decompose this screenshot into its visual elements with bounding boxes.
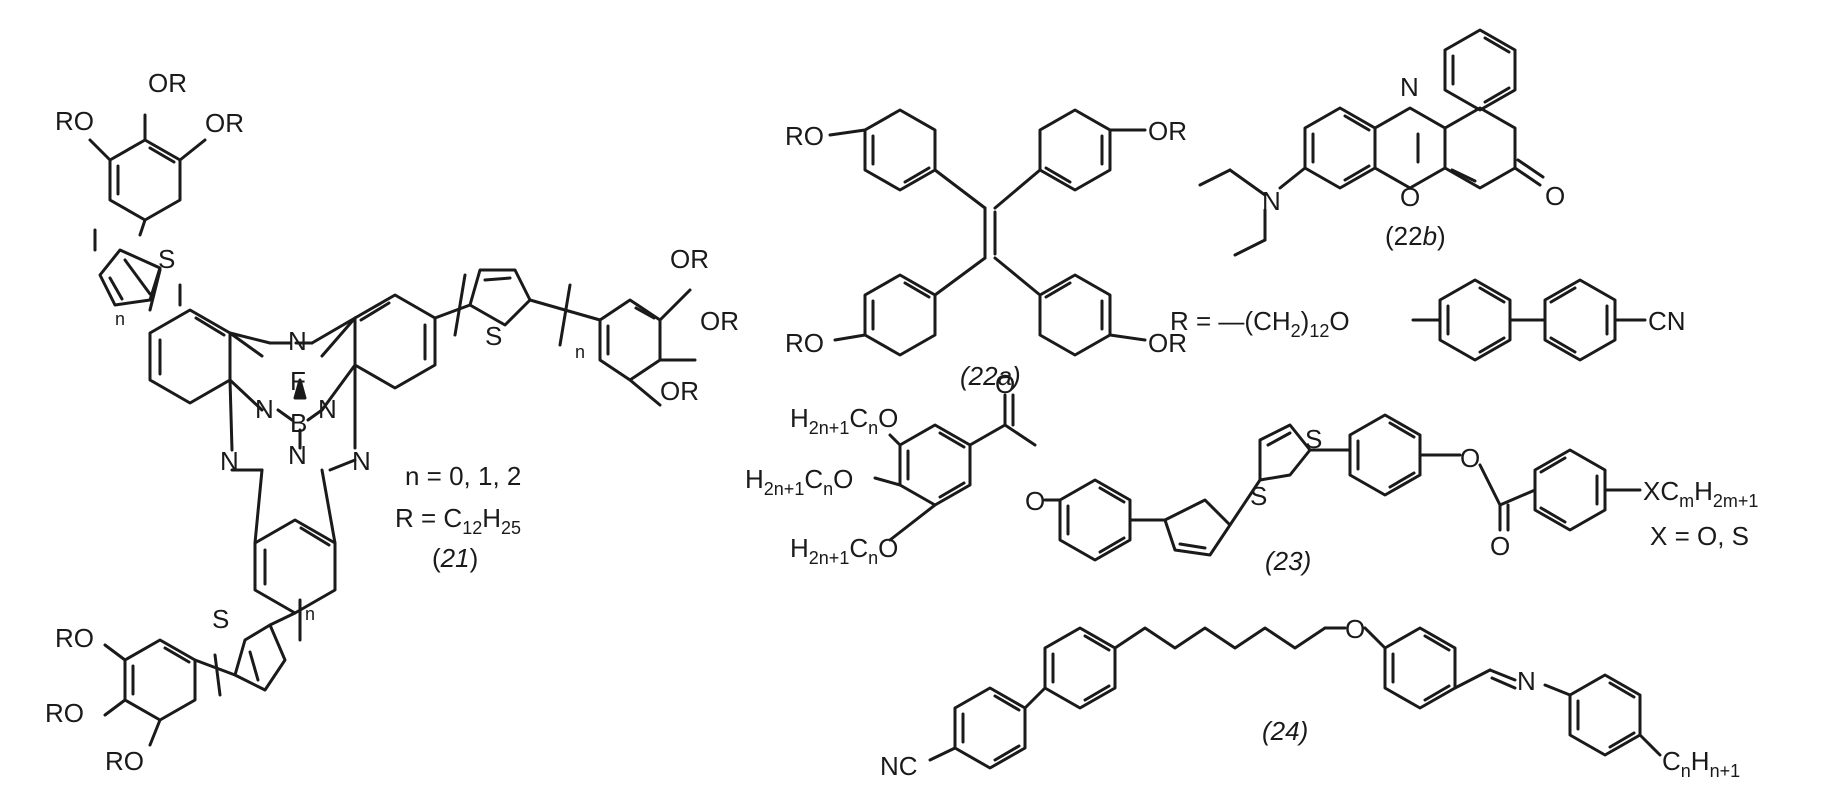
c21-or-topright: OR bbox=[205, 108, 244, 138]
c22b-caption: (22b) bbox=[1385, 221, 1446, 251]
c21-n-index-right: n bbox=[575, 342, 585, 362]
compound-24-bonds bbox=[928, 626, 1662, 770]
c21-n-values: n = 0, 1, 2 bbox=[405, 461, 521, 491]
r-definition: R = —(CH2)12O CN bbox=[1170, 278, 1686, 362]
c21-b: B bbox=[290, 408, 307, 438]
c21-caption: (21) bbox=[432, 543, 478, 573]
c21-f: F bbox=[290, 366, 306, 396]
c21-n-left: N bbox=[255, 394, 274, 424]
c23-x-chain: XCmH2m+1 bbox=[1643, 476, 1758, 511]
compound-24: NC O N CnHn+1 (24) bbox=[880, 614, 1740, 781]
c23-o-ester-1: O bbox=[1025, 486, 1045, 516]
c23-o-carbonyl-1: O bbox=[995, 369, 1015, 399]
c21-ro-topleft: RO bbox=[55, 106, 94, 136]
c21-or-top: OR bbox=[148, 68, 187, 98]
c23-x-def: X = O, S bbox=[1650, 521, 1749, 551]
c21-n-index-top: n bbox=[115, 309, 125, 329]
c21-n-topbridge: N bbox=[288, 326, 307, 356]
c21-n-index-bottom: n bbox=[305, 604, 315, 624]
compound-21: OR RO OR S n N N N F B N N N S n OR OR O… bbox=[45, 68, 739, 776]
c21-s-bottom: S bbox=[212, 604, 229, 634]
c22a-ro-top: RO bbox=[785, 121, 824, 151]
c23-s-1: S bbox=[1250, 481, 1267, 511]
c21-n-lowerleft: N bbox=[220, 446, 239, 476]
c21-s-top: S bbox=[158, 244, 175, 274]
c22b-n-amine: N bbox=[1262, 186, 1281, 216]
r-def-text: R = —(CH2)12O bbox=[1170, 306, 1350, 341]
c23-alkoxy-mid: H2n+1CnO bbox=[745, 464, 853, 499]
compound-21-core-bonds bbox=[88, 113, 697, 747]
c21-ro-bottom-2: RO bbox=[45, 698, 84, 728]
c22a-caption: (22a) bbox=[960, 361, 1021, 391]
compound-23: H2n+1CnO H2n+1CnO H2n+1CnO bbox=[745, 369, 1758, 576]
c22b-o-carbonyl: O bbox=[1545, 181, 1565, 211]
c21-or-right-bottom: OR bbox=[660, 376, 699, 406]
c24-nc: NC bbox=[880, 751, 918, 781]
r-def-cn: CN bbox=[1648, 306, 1686, 336]
compound-23-bonds bbox=[873, 393, 1642, 562]
c23-o-ester-2: O bbox=[1460, 443, 1480, 473]
compound-22a-bonds bbox=[828, 108, 1147, 357]
c21-or-right-mid: OR bbox=[700, 306, 739, 336]
compound-22b: N O O N (22b) bbox=[1198, 28, 1565, 257]
c24-caption: (24) bbox=[1262, 716, 1308, 746]
c21-ro-bottom-1: RO bbox=[55, 623, 94, 653]
c21-r-definition: R = C12H25 bbox=[395, 503, 521, 538]
c21-n-right: N bbox=[318, 394, 337, 424]
c23-o-carbonyl-2: O bbox=[1490, 531, 1510, 561]
c23-s-2: S bbox=[1305, 424, 1322, 454]
c22a-or-bottom: OR bbox=[1148, 328, 1187, 358]
c23-caption: (23) bbox=[1265, 546, 1311, 576]
compound-22a: RO OR RO OR (22a) bbox=[785, 108, 1187, 391]
c21-n-lowerright: N bbox=[352, 446, 371, 476]
c23-alkoxy-bottom: H2n+1CnO bbox=[790, 533, 898, 568]
c24-n: N bbox=[1517, 666, 1536, 696]
c21-ro-bottom-3: RO bbox=[105, 746, 144, 776]
c21-or-right-top: OR bbox=[670, 244, 709, 274]
c24-o: O bbox=[1345, 614, 1365, 644]
c22a-ro-bottom: RO bbox=[785, 328, 824, 358]
compound-22b-bonds bbox=[1198, 28, 1545, 257]
r-def-bonds bbox=[1411, 278, 1647, 362]
c21-s-right: S bbox=[485, 321, 502, 351]
c21-n-center: N bbox=[288, 440, 307, 470]
c23-alkoxy-top: H2n+1CnO bbox=[790, 403, 898, 438]
c22b-o-ring: O bbox=[1400, 182, 1420, 212]
c22b-n: N bbox=[1400, 72, 1419, 102]
c22a-or-top: OR bbox=[1148, 116, 1187, 146]
c24-alkyl: CnHn+1 bbox=[1662, 746, 1740, 781]
